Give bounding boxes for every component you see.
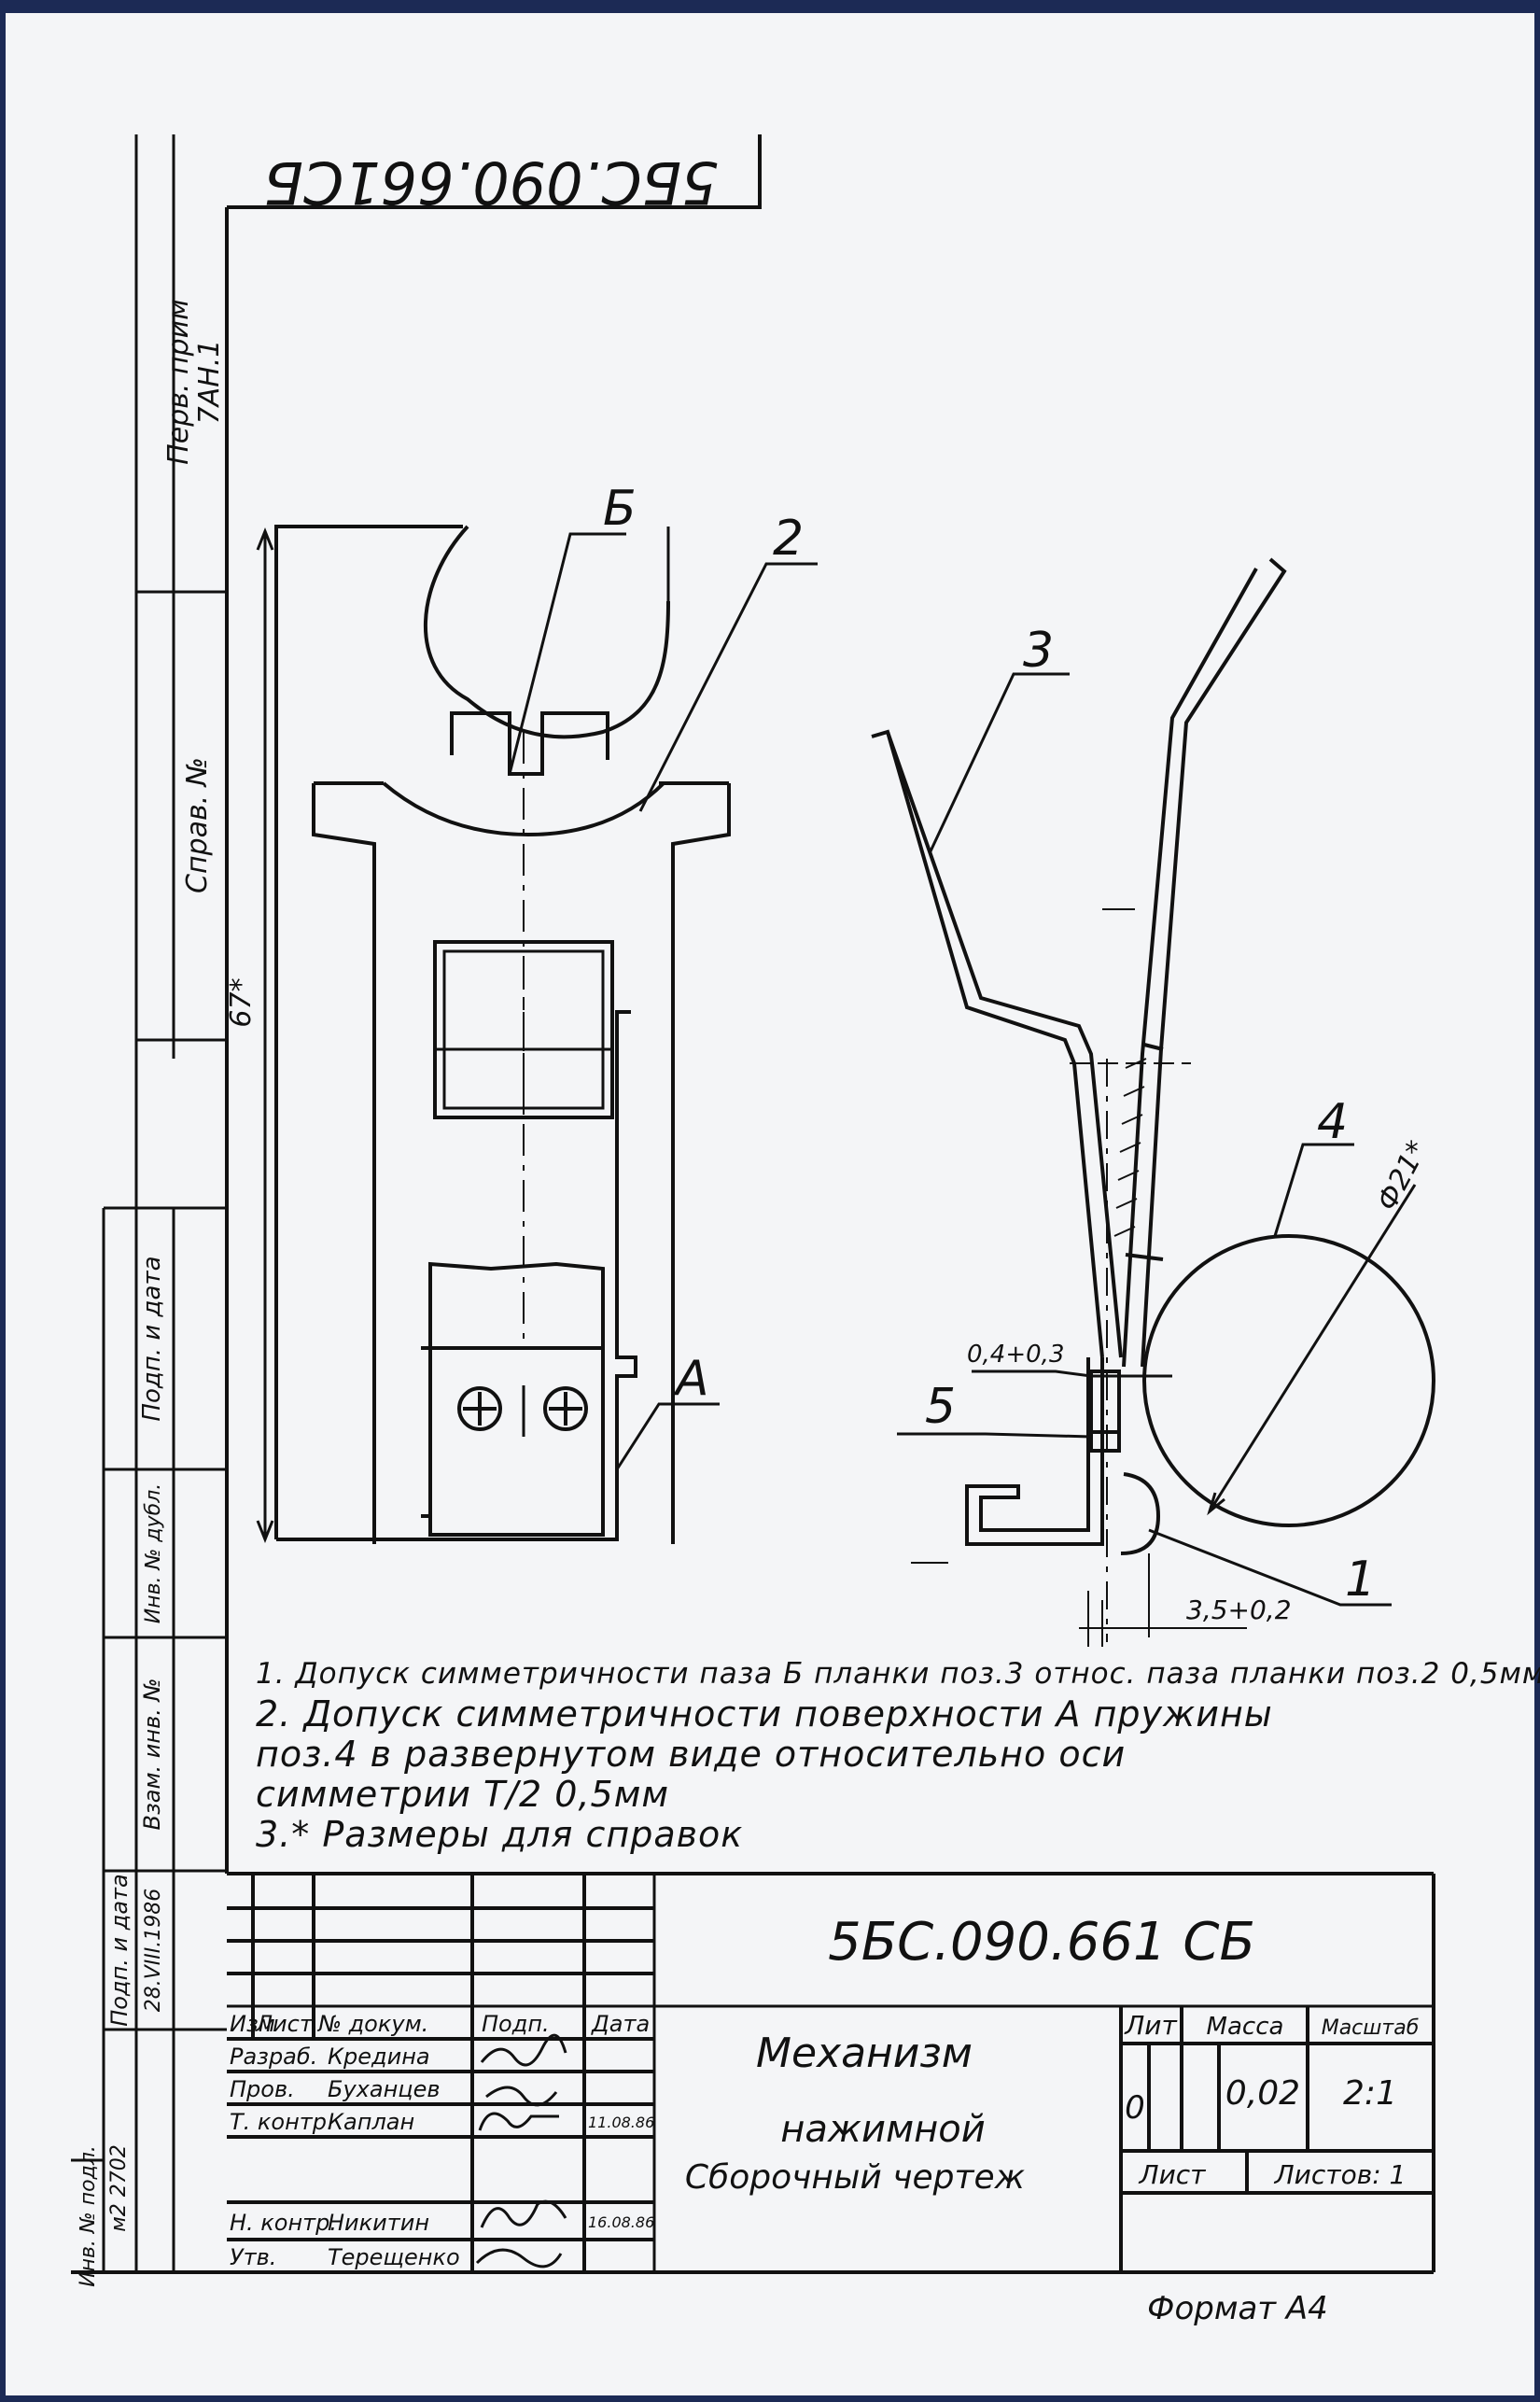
plate-outline: [274, 525, 463, 1539]
note-2-cont: поз.4 в развернутом виде относительно ос…: [256, 1734, 1127, 1775]
sheets-label: Листов: 1: [1274, 2159, 1407, 2190]
tb-header-izm: Изм: [230, 2011, 275, 2037]
tb-name-4: Терещенко: [328, 2244, 460, 2270]
tb-header-data: Дата: [591, 2011, 650, 2037]
margin-inv-dubl: Инв. № дубл.: [142, 1483, 165, 1624]
title-doc-type: Сборочный чертеж: [685, 2158, 1026, 2197]
margin-podp-data-2-value: 28.VIII.1986: [142, 1889, 165, 2012]
scale-value: 2:1: [1343, 2074, 1397, 2113]
margin-inv-podl-value: м2 2702: [107, 2144, 131, 2232]
dim-offset-text: 3,5+0,2: [1186, 1594, 1292, 1625]
sheet-label: Лист: [1139, 2159, 1207, 2190]
rotated-code-box: [227, 134, 762, 209]
dim-diameter-text: Ф21*: [1371, 1135, 1435, 1215]
label-5: 5: [925, 1379, 956, 1435]
drawing-notes: 1. Допуск симметричности паза Б планки п…: [256, 1654, 1540, 1855]
margin-inv-podl: Инв. № подл.: [77, 2145, 100, 2287]
tb-header-doc: № докум.: [316, 2011, 428, 2037]
spring-plate-side: [1141, 557, 1287, 1368]
tb-role-2: Т. контр.: [230, 2109, 334, 2135]
label-1: 1: [1345, 1552, 1376, 1608]
mass-header: Масса: [1207, 2013, 1284, 2041]
tb-name-3: Никитин: [328, 2210, 429, 2236]
note-2: 2. Допуск симметричности поверхности А п…: [256, 1693, 1273, 1735]
title-code: 5БС.090.661 СБ: [828, 1912, 1255, 1973]
margin-vzam-inv: Взам. инв. №: [139, 1679, 165, 1831]
spring-1-arc: [1120, 1472, 1161, 1555]
tb-role-1: Пров.: [230, 2076, 295, 2102]
label-b: Б: [603, 481, 637, 537]
note-2-end: симметрии Т/2 0,5мм: [256, 1774, 670, 1815]
screw-left-icon: [457, 1386, 502, 1431]
technical-drawing: 5БС.090.661СБ Перв. прим 7АН.1 Справ. № …: [71, 134, 1435, 2327]
mass-value: 0,02: [1225, 2074, 1300, 2113]
margin-podp-data: Подп. и дата: [138, 1256, 166, 1421]
leader-4: [1273, 1143, 1354, 1237]
signature-scribbles: [475, 2033, 567, 2269]
lit-header: Лит: [1124, 2010, 1177, 2041]
scale-header: Масштаб: [1322, 2016, 1420, 2040]
rotated-code-text: 5БС.090.661СБ: [263, 148, 718, 217]
tb-header-podp: Подп.: [482, 2011, 550, 2037]
tb-date-2: 11.08.86: [588, 2114, 654, 2131]
spring-4-circle: [1142, 1234, 1435, 1527]
leader-a: [615, 1402, 720, 1470]
base-block: [428, 1346, 605, 1537]
dim-gap-text: 0,4+0,3: [967, 1341, 1064, 1369]
note-1: 1. Допуск симметричности паза Б планки п…: [256, 1657, 1540, 1691]
leader-5: [897, 1432, 1092, 1439]
spring-clip-outline: [312, 783, 376, 1544]
label-2: 2: [773, 511, 804, 567]
tb-name-1: Буханцев: [328, 2076, 441, 2102]
leader-1: [1148, 1528, 1392, 1607]
lit-value: 0: [1125, 2089, 1145, 2127]
tb-header-list: Лист: [255, 2011, 314, 2037]
note-3: 3.* Размеры для справок: [256, 1814, 744, 1855]
tb-role-4: Утв.: [230, 2244, 276, 2270]
margin-podp-data-2: Подп. и дата: [106, 1874, 133, 2027]
leader-2: [638, 562, 818, 812]
leader-3: [928, 672, 1070, 854]
label-3: 3: [1023, 623, 1054, 679]
tb-name-0: Кредина: [328, 2044, 430, 2070]
strip-3: [871, 729, 1104, 1358]
dim-diameter-line: [1208, 1184, 1417, 1512]
dim-height-text: 67*: [225, 977, 258, 1027]
screw-right-icon: [543, 1386, 588, 1431]
tb-role-3: Н. контр.: [230, 2210, 337, 2236]
leader-b: [508, 532, 626, 775]
tb-role-0: Разраб.: [230, 2044, 317, 2070]
drawing-sheet: 5БС.090.661СБ Перв. прим 7АН.1 Справ. № …: [6, 13, 1540, 2395]
hook-bottom: [965, 1357, 1104, 1546]
part-5-block: [1089, 1370, 1121, 1453]
title-name-line1: Механизм: [756, 2030, 973, 2077]
tb-name-2: Каплан: [328, 2109, 414, 2135]
label-4: 4: [1317, 1094, 1348, 1150]
tb-date-3: 16.08.86: [588, 2213, 654, 2231]
margin-sprav: Справ. №: [181, 757, 214, 893]
label-a: А: [673, 1351, 709, 1407]
margin-perv-prim: Перв. прим: [162, 299, 195, 465]
title-name-line2: нажимной: [780, 2108, 986, 2151]
format-label: Формат А4: [1147, 2290, 1328, 2327]
margin-perv-prim-value: 7АН.1: [193, 340, 226, 425]
